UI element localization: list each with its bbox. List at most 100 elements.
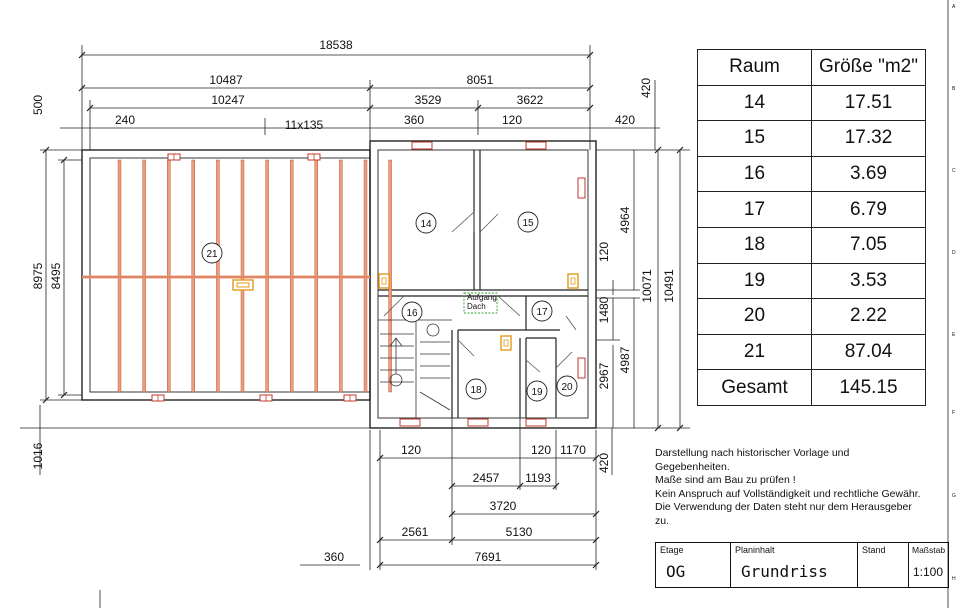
dim-right-outer: 8051 (467, 73, 494, 87)
note-line: Kein Anspruch auf Vollständigkeit und re… (655, 487, 921, 500)
row-size: 3.53 (811, 262, 926, 300)
total-value: 145.15 (811, 369, 926, 406)
header-size: Größe "m2" (811, 49, 926, 86)
dim-rafters: 11x135 (285, 118, 324, 132)
title-block: Etage OG Planinhalt Grundriss Stand Maßs… (655, 542, 949, 588)
dim-bottom-1193: 1193 (525, 471, 551, 485)
dim-8495: 8495 (49, 262, 63, 289)
tb-scale-label: Maßstab (912, 545, 946, 555)
row-size: 17.32 (811, 120, 926, 157)
dim-4964: 4964 (618, 206, 632, 233)
row-size: 3.69 (811, 155, 926, 193)
dim-bottom-360: 360 (324, 550, 344, 564)
svg-text:C: C (952, 168, 956, 174)
svg-text:D: D (952, 250, 956, 256)
dim-bottom-7691: 7691 (475, 550, 502, 564)
note-line: Maße sind am Bau zu prüfen ! (655, 474, 796, 487)
tb-floor: Etage OG (656, 543, 731, 587)
dim-right-b: 3622 (517, 93, 544, 107)
tb-content-value: Grundriss (741, 562, 828, 581)
tb-floor-value: OG (666, 562, 686, 581)
dim-1016: 1016 (31, 442, 45, 469)
table-header-row: Raum Größe "m2" (697, 49, 926, 86)
svg-text:H: H (952, 576, 956, 582)
dim-bottom-2561: 2561 (402, 525, 429, 539)
room-number-17: 17 (536, 307, 548, 318)
dim-120-top: 120 (502, 113, 522, 127)
dim-1480: 1480 (597, 296, 611, 323)
disclaimer-notes: Darstellung nach historischer Vorlage un… (655, 447, 955, 529)
tb-scale-value: 1:100 (913, 565, 944, 579)
row-room: 19 (697, 262, 812, 300)
note-line: Die Verwendung der Daten steht nur dem H… (655, 501, 912, 514)
row-size: 6.79 (811, 191, 926, 228)
room-number-15: 15 (522, 218, 534, 229)
dim-top-500: 500 (31, 95, 45, 115)
dim-top-420: 420 (639, 78, 653, 98)
header-room: Raum (697, 49, 812, 86)
tb-floor-label: Etage (660, 545, 684, 555)
room-number-20: 20 (561, 382, 573, 393)
row-room: 14 (697, 84, 812, 122)
dim-bottom-120b: 120 (531, 443, 551, 457)
row-size: 87.04 (811, 333, 926, 371)
dim-420-right: 420 (615, 113, 635, 127)
room-number-14: 14 (420, 219, 432, 230)
row-room: 18 (697, 226, 812, 264)
svg-text:A: A (952, 4, 956, 10)
row-room: 17 (697, 191, 812, 228)
row-room: 15 (697, 120, 812, 157)
staircase (378, 319, 452, 418)
room-number-16: 16 (406, 308, 418, 319)
note-line: Darstellung nach historischer Vorlage un… (655, 447, 850, 459)
note-line: zu. (655, 514, 670, 527)
row-size: 17.51 (811, 84, 926, 122)
dim-2967: 2967 (597, 362, 611, 389)
room-number-21: 21 (206, 249, 218, 260)
svg-text:B: B (952, 86, 956, 92)
dim-bottom-1170: 1170 (560, 443, 586, 457)
roof-access-hatch (463, 292, 498, 314)
dim-10071: 10071 (640, 269, 654, 303)
dim-left-offset: 240 (115, 113, 135, 127)
dim-120-right: 120 (597, 242, 611, 262)
dim-4987: 4987 (618, 346, 632, 373)
dim-left-outer: 10487 (209, 73, 243, 87)
dim-bottom-3720: 3720 (490, 499, 517, 513)
room-number-18: 18 (470, 385, 482, 396)
svg-text:G: G (952, 493, 956, 499)
dim-bottom-5130: 5130 (506, 525, 533, 539)
dim-8975: 8975 (31, 262, 45, 289)
row-size: 2.22 (811, 298, 926, 335)
row-room: 16 (697, 155, 812, 193)
room-number-19: 19 (531, 387, 543, 398)
dim-bottom-420: 420 (597, 453, 611, 473)
dim-overall-width: 18538 (319, 38, 353, 52)
svg-text:E: E (952, 332, 956, 338)
row-room: 20 (697, 298, 812, 335)
tb-status: Stand (858, 543, 909, 587)
row-size: 7.05 (811, 226, 926, 264)
dim-360-top: 360 (404, 113, 424, 127)
dim-bottom-120: 120 (401, 443, 421, 457)
tb-status-label: Stand (862, 545, 886, 555)
total-label: Gesamt (697, 369, 812, 406)
svg-text:F: F (952, 410, 955, 416)
roof-access-label-1: Aufgang (467, 293, 497, 302)
row-room: 21 (697, 333, 812, 371)
roof-access-label-2: Dach (467, 302, 486, 311)
tb-scale: Maßstab 1:100 (909, 543, 948, 587)
tb-content-label: Planinhalt (735, 545, 775, 555)
dim-right-a: 3529 (415, 93, 442, 107)
note-line: Gegebenheiten. (655, 460, 730, 473)
dim-bottom-2457: 2457 (473, 471, 500, 485)
